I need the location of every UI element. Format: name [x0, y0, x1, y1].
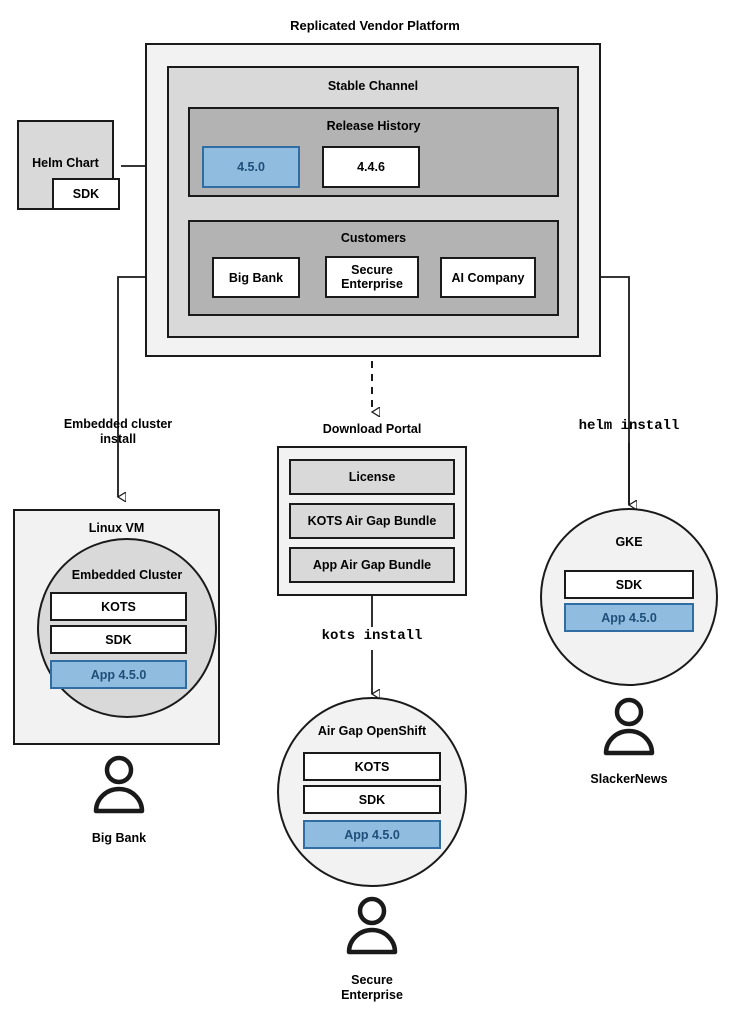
- env-linux-vm-user: Big Bank: [91, 831, 147, 846]
- component-label: SDK: [105, 632, 132, 647]
- artifact-label: App Air Gap Bundle: [312, 558, 432, 572]
- user-avatar-icon: [93, 755, 145, 814]
- flow-label-helm-install: helm install: [578, 418, 680, 435]
- component-app[interactable]: App 4.5.0: [303, 820, 441, 849]
- component-sdk[interactable]: SDK: [303, 785, 441, 814]
- customers-title: Customers: [340, 230, 407, 245]
- customer-label: AI Company: [451, 270, 525, 285]
- customer-ai-company[interactable]: AI Company: [440, 257, 536, 298]
- component-label: SDK: [615, 577, 643, 592]
- component-label: SDK: [358, 792, 386, 807]
- artifact-app-air-gap-bundle[interactable]: App Air Gap Bundle: [289, 547, 455, 583]
- flow-label-kots-install: kots install: [321, 628, 423, 645]
- artifact-label: License: [348, 470, 396, 484]
- component-sdk[interactable]: SDK: [564, 570, 694, 599]
- user-label-line1: Secure: [351, 972, 393, 987]
- customer-label: Big Bank: [228, 270, 284, 285]
- component-kots[interactable]: KOTS: [50, 592, 187, 621]
- release-history-title: Release History: [326, 118, 421, 133]
- env-gke-user: SlackerNews: [590, 772, 668, 787]
- release-item-4-4-6[interactable]: 4.4.6: [322, 146, 420, 188]
- component-label: KOTS: [101, 599, 136, 614]
- user-label-line2: Enterprise: [341, 988, 403, 1002]
- embedded-cluster-title: Embedded Cluster: [71, 568, 183, 583]
- component-app[interactable]: App 4.5.0: [50, 660, 187, 689]
- helm-chart-sdk-box[interactable]: SDK: [52, 178, 120, 210]
- release-version-label: 4.4.6: [357, 160, 385, 174]
- helm-chart-label: Helm Chart: [32, 156, 99, 170]
- user-avatar-icon: [603, 697, 655, 756]
- component-kots[interactable]: KOTS: [303, 752, 441, 781]
- download-portal-title: Download Portal: [322, 422, 422, 437]
- env-linux-vm-title: Linux VM: [88, 521, 145, 536]
- customer-secure-enterprise[interactable]: Secure Enterprise: [325, 256, 419, 298]
- component-label: App 4.5.0: [344, 827, 400, 842]
- release-version-label: 4.5.0: [237, 160, 265, 174]
- release-item-4-5-0[interactable]: 4.5.0: [202, 146, 300, 188]
- env-gke-title: GKE: [615, 535, 643, 550]
- component-sdk[interactable]: SDK: [50, 625, 187, 654]
- sdk-label: SDK: [72, 187, 100, 201]
- component-label: App 4.5.0: [601, 610, 657, 625]
- customer-big-bank[interactable]: Big Bank: [212, 257, 300, 298]
- env-air-gap-openshift-user: Secure Enterprise: [292, 970, 452, 1006]
- artifact-license[interactable]: License: [289, 459, 455, 495]
- user-avatar-icon: [346, 896, 398, 955]
- flow-label-line1: Embedded cluster: [63, 416, 173, 431]
- artifact-kots-air-gap-bundle[interactable]: KOTS Air Gap Bundle: [289, 503, 455, 539]
- env-air-gap-openshift-title: Air Gap OpenShift: [317, 724, 427, 739]
- flow-label-line2: install: [99, 432, 137, 446]
- component-label: KOTS: [354, 759, 390, 774]
- stable-channel-title: Stable Channel: [327, 79, 419, 94]
- flow-label-embedded-install: Embedded cluster install: [38, 415, 198, 449]
- component-label: App 4.5.0: [90, 667, 147, 682]
- customer-label: Secure Enterprise: [341, 263, 403, 291]
- page-title: Replicated Vendor Platform: [290, 18, 460, 34]
- component-app[interactable]: App 4.5.0: [564, 603, 694, 632]
- artifact-label: KOTS Air Gap Bundle: [307, 514, 437, 528]
